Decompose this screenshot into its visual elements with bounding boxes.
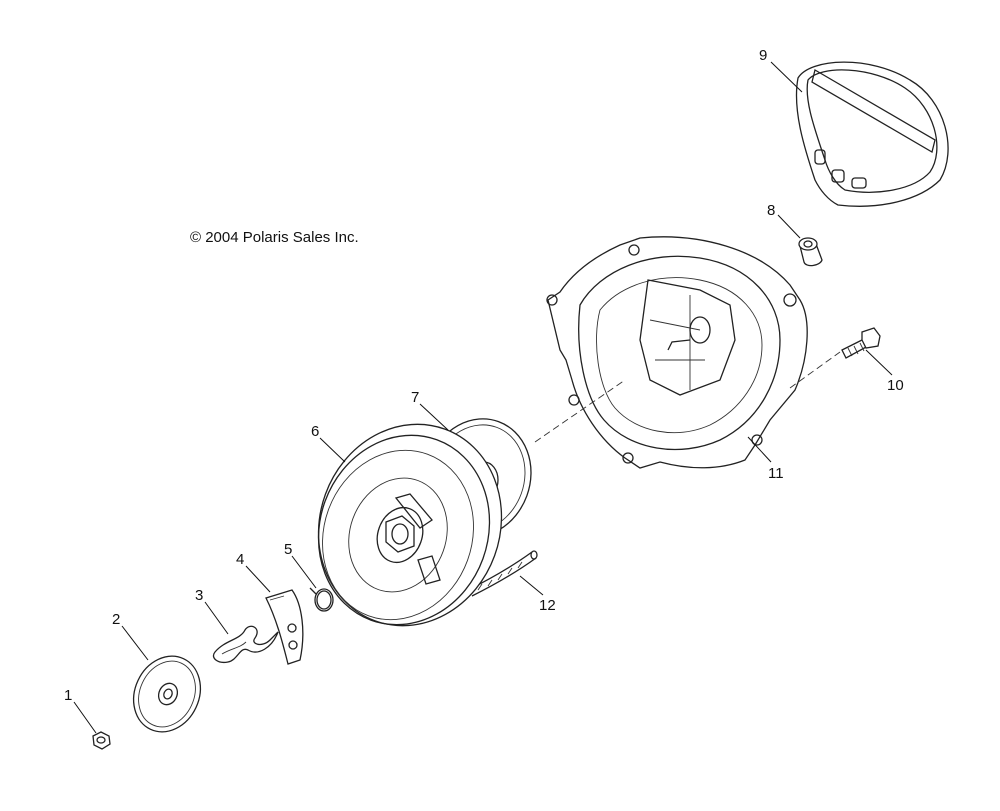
part-9-handle — [795, 61, 949, 207]
callout-4: 4 — [236, 551, 244, 568]
alignment-lines — [534, 351, 841, 443]
callout-11: 11 — [768, 465, 784, 482]
part-11-housing — [546, 236, 808, 469]
part-4-pawl — [265, 589, 304, 665]
callout-7: 7 — [411, 389, 419, 406]
callout-5: 5 — [284, 541, 292, 558]
callout-6: 6 — [311, 423, 319, 440]
part-3-spring-clip — [212, 625, 279, 664]
callout-10: 10 — [887, 377, 904, 394]
copyright-text: © 2004 Polaris Sales Inc. — [190, 229, 359, 246]
callout-1: 1 — [64, 687, 72, 704]
leader-lines — [73, 61, 893, 734]
part-10-bolt — [841, 327, 881, 359]
callout-12: 12 — [539, 597, 556, 614]
callout-8: 8 — [767, 202, 775, 219]
callout-3: 3 — [195, 587, 203, 604]
part-1-nut — [92, 731, 111, 750]
callout-2: 2 — [112, 611, 120, 628]
part-6-pulley — [317, 423, 503, 627]
part-2-cover-plate — [132, 655, 202, 733]
part-8-bushing — [798, 237, 823, 267]
part-5-spring — [309, 587, 334, 612]
callout-9: 9 — [759, 47, 767, 64]
